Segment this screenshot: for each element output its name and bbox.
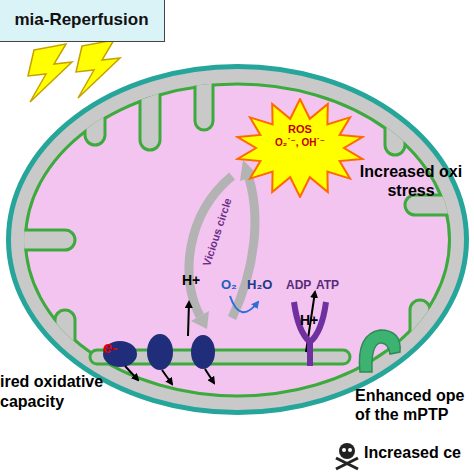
ros-starburst <box>235 98 365 198</box>
electron-transport-chain <box>103 334 215 370</box>
annotation-label: ired oxidative capacity <box>0 372 125 412</box>
title-box: mia-Reperfusion <box>0 0 165 42</box>
node-text: Increased oxi stress <box>352 162 470 200</box>
atp-synthase <box>294 302 326 366</box>
annotation-label: H+ <box>182 272 200 288</box>
flow-arrows <box>125 292 315 384</box>
annotation-label: Increased ce <box>364 444 461 462</box>
lightning-bolt <box>28 44 72 102</box>
node-text: O₂˙⁻, OH˙⁻ <box>235 137 365 148</box>
mitochondrion-outline <box>5 62 470 417</box>
vicious-circle-head <box>191 311 209 329</box>
annotation-label: O₂ <box>221 277 237 292</box>
skull-symbol <box>336 443 358 469</box>
outer-membrane <box>9 67 467 413</box>
annotation-label: H₂O <box>247 277 272 292</box>
mptp-pore <box>359 330 400 372</box>
cristae <box>5 62 470 417</box>
ros-starburst: ROS O₂˙⁻, OH˙⁻ <box>235 98 365 198</box>
starburst-shape <box>238 99 363 197</box>
annotation-label: Enhanced ope of the mPTP <box>355 386 473 424</box>
annotation-label: ATP <box>316 278 339 292</box>
mitochondrion: Increased oxi stress ROS O₂˙⁻, OH˙⁻ <box>5 62 470 417</box>
node-text: ROS <box>235 123 365 135</box>
annotation-label: ADP <box>286 278 311 292</box>
oxygen-arrow <box>230 296 258 312</box>
vicious-circle-arrow <box>232 172 255 318</box>
node-text: mia-Reperfusion <box>0 0 164 41</box>
lightning-bolt <box>76 40 120 98</box>
annotation-label: e- <box>103 339 117 357</box>
annotation-label: H+ <box>300 312 318 328</box>
